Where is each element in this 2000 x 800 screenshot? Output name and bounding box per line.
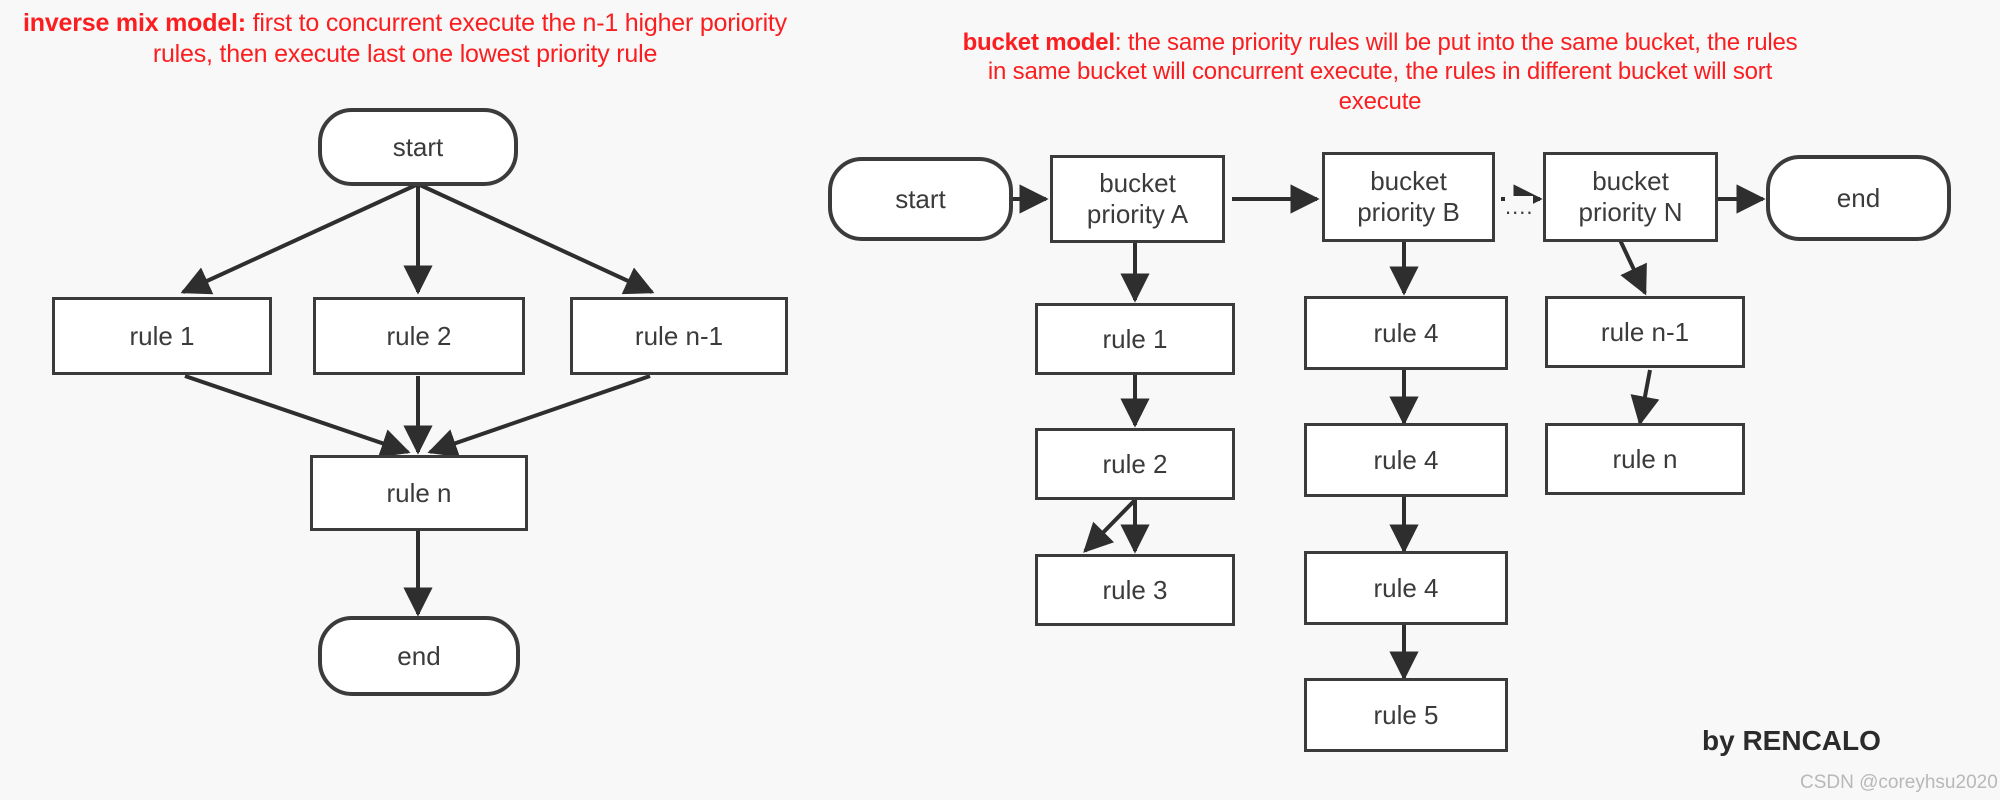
right-diagram-caption: bucket model: the same priority rules wi… [960, 28, 1800, 116]
bucket-sequence-ellipsis: .... [1505, 194, 1534, 219]
right-caption-rest: : the same priority rules will be put in… [987, 29, 1798, 115]
left-node-rule-2[interactable]: rule 2 [313, 297, 525, 375]
right-node-bucket-priority-n[interactable]: bucket priority N [1543, 152, 1718, 242]
right-node-n-rule-2[interactable]: rule n [1545, 423, 1745, 495]
left-node-start[interactable]: start [318, 108, 518, 186]
left-caption-rest: first to concurrent execute the n-1 high… [152, 9, 787, 68]
right-node-a-rule-2[interactable]: rule 2 [1035, 428, 1235, 500]
edge-rule1-to-rulen [184, 374, 411, 458]
csdn-watermark: CSDN @coreyhsu2020 [1800, 772, 1998, 793]
right-node-n-rule-1[interactable]: rule n-1 [1545, 296, 1745, 368]
right-node-b-rule-3[interactable]: rule 4 [1304, 551, 1508, 625]
right-caption-bold: bucket model [962, 29, 1116, 56]
left-node-end[interactable]: end [318, 616, 520, 696]
edge-a-rule2-to-rule3 [1083, 498, 1137, 553]
right-node-b-rule-1[interactable]: rule 4 [1304, 296, 1508, 370]
edge-start-to-rule1 [180, 183, 417, 295]
right-node-a-rule-1[interactable]: rule 1 [1035, 303, 1235, 375]
edge-bucketn-to-rulen1 [1618, 239, 1647, 296]
edge-n-rulen1-to-rulen [1630, 369, 1660, 426]
right-node-bucket-priority-a[interactable]: bucket priority A [1050, 155, 1225, 243]
right-node-b-rule-4[interactable]: rule 5 [1304, 678, 1508, 752]
left-diagram-caption: inverse mix model: first to concurrent e… [10, 8, 800, 69]
left-node-rule-1[interactable]: rule 1 [52, 297, 272, 375]
left-node-rule-n[interactable]: rule n [310, 455, 528, 531]
edge-start-to-rulen1 [419, 183, 655, 295]
right-node-a-rule-3[interactable]: rule 3 [1035, 554, 1235, 626]
right-node-b-rule-2[interactable]: rule 4 [1304, 423, 1508, 497]
left-node-rule-n-minus-1[interactable]: rule n-1 [570, 297, 788, 375]
edge-rulen1-to-rulen [427, 374, 651, 458]
right-node-end[interactable]: end [1766, 155, 1951, 241]
left-caption-bold: inverse mix model: [23, 9, 246, 37]
author-signature: by RENCALO [1702, 725, 1881, 756]
right-node-bucket-priority-b[interactable]: bucket priority B [1322, 152, 1495, 242]
right-node-start[interactable]: start [828, 157, 1013, 241]
